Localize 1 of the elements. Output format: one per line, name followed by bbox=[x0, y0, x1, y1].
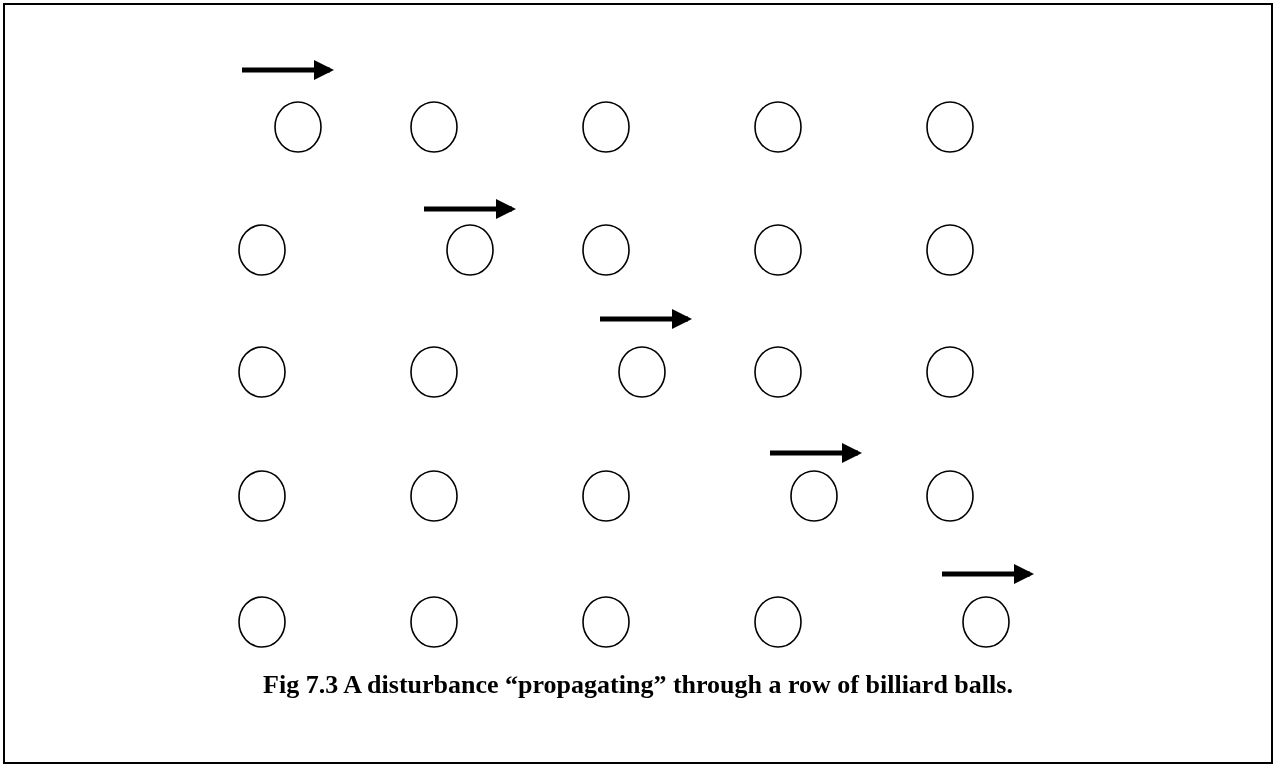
figure-caption: Fig 7.3 A disturbance “propagating” through a row of billiard balls. bbox=[263, 670, 1013, 700]
